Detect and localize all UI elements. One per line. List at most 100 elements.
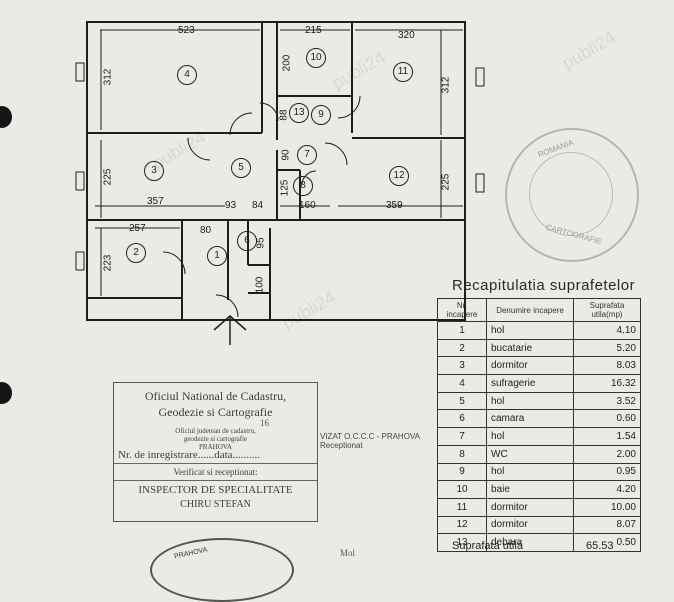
col-header: Suprafata utila(mp) xyxy=(573,298,641,322)
vizat-note: VIZAT O.C.C.C - PRAHOVA Receptionat xyxy=(320,432,421,450)
cadastre-stamp: Oficiul National de Cadastru, Geodezie s… xyxy=(113,382,318,522)
room-nr-cell: 12 xyxy=(437,515,487,535)
room-area-cell: 5.20 xyxy=(573,338,641,358)
stamp-text: geodezie si cartografie xyxy=(183,435,248,443)
recap-header-row: Nr. incapere Denumire incapere Suprafata… xyxy=(437,298,641,322)
dimension-label: 93 xyxy=(225,200,237,211)
stamp-text: PRAHOVA xyxy=(199,443,232,451)
dimension-label: 312 xyxy=(102,68,114,86)
col-header: Denumire incapere xyxy=(486,298,574,322)
dimension-label: 100 xyxy=(254,276,266,294)
official-round-stamp: ROMANIA CARTOGRAFIE xyxy=(505,128,639,262)
room-name-cell: hol xyxy=(486,462,574,482)
room-area-cell: 8.07 xyxy=(573,515,641,535)
room-area-cell: 4.20 xyxy=(573,480,641,499)
stamp-registration: Nr. de inregistrare......data.......... xyxy=(118,449,261,461)
room-number: 1 xyxy=(207,246,227,266)
dimension-label: 359 xyxy=(386,200,403,211)
room-nr-cell: 4 xyxy=(437,374,487,393)
room-area-cell: 2.00 xyxy=(573,444,641,464)
room-name-cell: hol xyxy=(486,391,574,411)
punch-hole-bottom xyxy=(0,382,12,404)
handwritten-mark: Mol xyxy=(340,548,356,558)
dimension-label: 523 xyxy=(178,25,195,36)
room-nr-cell: 10 xyxy=(437,480,487,499)
room-nr-cell: 6 xyxy=(437,409,487,429)
dimension-label: 84 xyxy=(252,200,264,211)
room-nr-cell: 3 xyxy=(437,356,487,376)
room-number: 12 xyxy=(389,166,409,186)
room-nr-cell: 11 xyxy=(437,497,487,517)
room-nr-cell: 8 xyxy=(437,444,487,464)
dimension-label: 312 xyxy=(440,76,452,94)
punch-hole-top xyxy=(0,106,12,128)
dimension-label: 160 xyxy=(299,200,316,211)
stamp-text: Oficiul judetean de cadastru, xyxy=(175,427,256,435)
room-name-cell: WC xyxy=(486,444,574,464)
room-area-cell: 8.03 xyxy=(573,356,641,376)
dimension-label: 320 xyxy=(398,30,415,41)
dimension-label: 200 xyxy=(281,54,293,72)
room-area-cell: 0.95 xyxy=(573,462,641,482)
room-number: 10 xyxy=(306,48,326,68)
stamp-text: Verificat si receptionat: xyxy=(173,467,258,477)
dimension-label: 80 xyxy=(200,225,212,236)
room-area-cell: 1.54 xyxy=(573,427,641,446)
room-nr-cell: 2 xyxy=(437,338,487,358)
room-number: 9 xyxy=(311,105,331,125)
room-name-cell: dormitor xyxy=(486,497,574,517)
room-area-cell: 4.10 xyxy=(573,321,641,340)
floor-plan-drawing xyxy=(75,21,485,345)
room-number: 13 xyxy=(289,103,309,123)
room-name-cell: dormitor xyxy=(486,356,574,376)
room-number: 6 xyxy=(237,231,257,251)
room-number: 5 xyxy=(231,158,251,178)
room-name-cell: hol xyxy=(486,427,574,446)
room-name-cell: baie xyxy=(486,480,574,499)
stamp-title: Oficiul National de Cadastru, xyxy=(144,389,287,403)
dimension-label: 215 xyxy=(305,25,322,36)
dimension-label: 257 xyxy=(129,223,146,234)
total-label: Suprafata utila xyxy=(452,540,523,552)
dimension-label: 90 xyxy=(280,149,292,161)
partial-round-stamp: PRAHOVA xyxy=(150,538,294,602)
stamp-text: CHIRU STEFAN xyxy=(180,499,251,510)
total-value: 65.53 xyxy=(586,540,614,552)
room-name-cell: sufragerie xyxy=(486,374,574,393)
room-name-cell: hol xyxy=(486,321,574,340)
recap-title: Recapitulatia suprafetelor xyxy=(452,277,636,294)
scanned-floor-plan-sheet: publi24 publi24 publi24 publi24 xyxy=(0,21,641,602)
recap-table: Nr. incapere Denumire incapere Suprafata… xyxy=(437,298,641,552)
room-number: 4 xyxy=(177,65,197,85)
stamp-title: Geodezie si Cartografie xyxy=(158,405,273,419)
room-area-cell: 10.00 xyxy=(573,497,641,517)
room-number: 7 xyxy=(297,145,317,165)
col-header: Nr. incapere xyxy=(437,298,487,322)
room-area-cell: 0.50 xyxy=(573,533,641,552)
dimension-label: 357 xyxy=(147,196,164,207)
room-number: 8 xyxy=(293,176,313,196)
room-nr-cell: 9 xyxy=(437,462,487,482)
room-name-cell: dormitor xyxy=(486,515,574,535)
room-area-cell: 16.32 xyxy=(573,374,641,393)
dimension-label: 95 xyxy=(255,237,267,249)
handwritten-mark: 16 xyxy=(260,418,269,428)
room-area-cell: 0.60 xyxy=(573,409,641,429)
room-area-cell: 3.52 xyxy=(573,391,641,411)
dimension-label: 225 xyxy=(440,173,452,191)
room-number: 2 xyxy=(126,243,146,263)
dimension-label: 223 xyxy=(102,254,114,272)
room-number: 11 xyxy=(393,62,413,82)
room-nr-cell: 7 xyxy=(437,427,487,446)
